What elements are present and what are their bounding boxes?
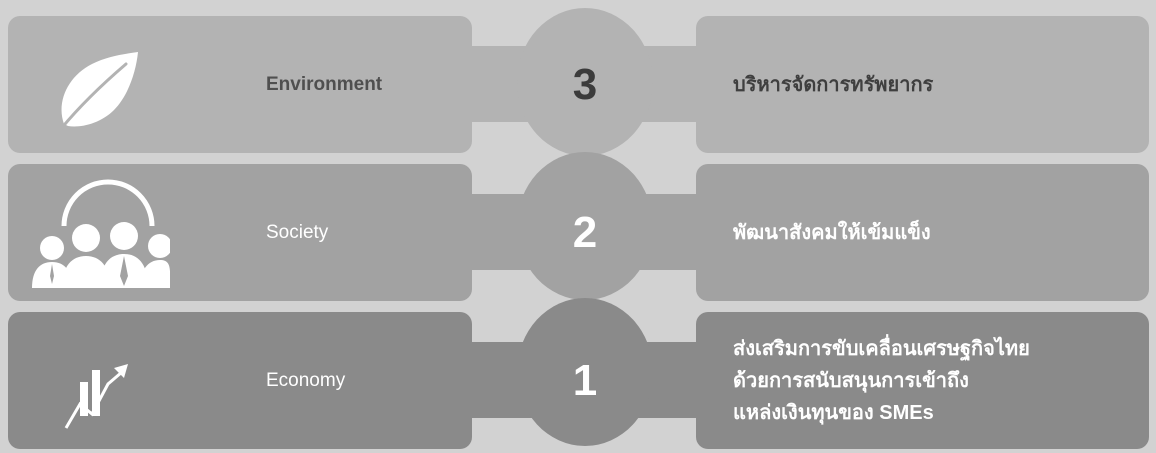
leaf-icon bbox=[30, 28, 170, 142]
pillar-card-society: Society bbox=[8, 164, 472, 301]
pillar-row-economy: Economy 1 ส่งเสริมการขับเคลื่อนเศรษฐกิจไ… bbox=[0, 298, 1156, 450]
level-number: 3 bbox=[572, 59, 598, 109]
description-card-environment bbox=[696, 16, 1149, 153]
number-circle bbox=[517, 8, 653, 156]
number-circle bbox=[517, 152, 653, 300]
pillar-label: Society bbox=[266, 221, 329, 243]
pillar-description: พัฒนาสังคมให้เข้มแข็ง bbox=[733, 221, 931, 244]
pillar-card-economy: Economy bbox=[8, 312, 472, 449]
growth-chart-icon bbox=[30, 324, 170, 438]
pillar-card-environment: Environment bbox=[8, 16, 472, 153]
pillar-row-environment: Environment 3 บริหารจัดการทรัพยากร bbox=[0, 8, 1156, 156]
pillar-row-society: Society 2 พัฒนาสังคมให้เข้มแข็ง bbox=[0, 152, 1156, 302]
pillar-label: Economy bbox=[266, 369, 346, 391]
pillar-description: บริหารจัดการทรัพยากร bbox=[733, 73, 934, 96]
level-number: 2 bbox=[572, 207, 598, 257]
description-card-society bbox=[696, 164, 1149, 301]
pillar-label: Environment bbox=[266, 73, 383, 95]
level-number: 1 bbox=[572, 355, 598, 405]
number-circle bbox=[517, 298, 653, 446]
people-group-icon bbox=[30, 176, 170, 290]
pillar-description: ส่งเสริมการขับเคลื่อนเศรษฐกิจไทย ด้วยการ… bbox=[733, 337, 1030, 424]
description-card-economy bbox=[696, 312, 1149, 449]
